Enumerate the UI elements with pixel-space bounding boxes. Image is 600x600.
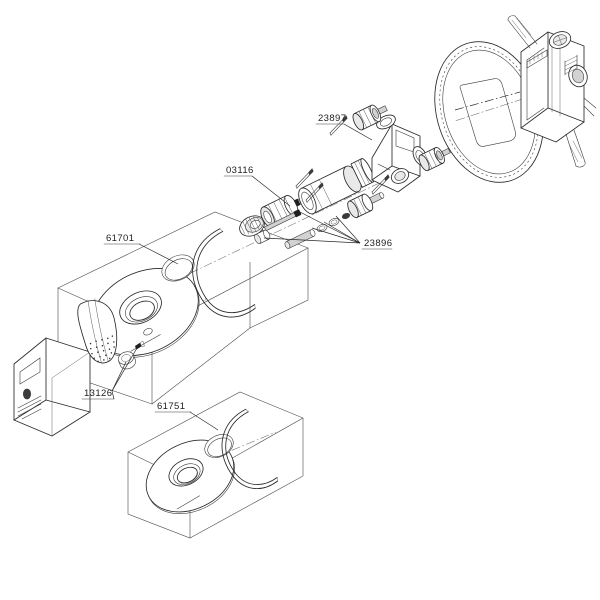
callout-23896[interactable]: 23896 — [361, 238, 393, 250]
callout-61751[interactable]: 61751 — [154, 401, 192, 413]
ribbed-washer — [239, 215, 265, 237]
o-ring-upper — [161, 254, 195, 282]
cartridge-barrel — [298, 165, 362, 215]
valve-body-main — [371, 114, 428, 193]
callout-label-03116: 03116 — [226, 165, 254, 176]
check-valve-right — [418, 147, 451, 172]
stem-bushing — [254, 229, 271, 245]
gasket-plate — [434, 41, 544, 183]
cartridge-seat — [347, 192, 385, 219]
check-valve-upper — [352, 104, 388, 131]
escutcheon-lower — [145, 439, 235, 514]
callout-label-23896: 23896 — [364, 238, 392, 249]
stem-sleeve — [284, 229, 316, 249]
callout-61701[interactable]: 61701 — [103, 233, 141, 245]
power-module — [13, 337, 91, 437]
valve-stem — [262, 209, 302, 232]
callout-label-61751: 61751 — [157, 401, 185, 412]
supply-stub-bottom — [565, 129, 586, 168]
seal-ring-c — [341, 212, 351, 220]
valve-housing — [507, 15, 597, 168]
callout-label-23897: 23897 — [318, 113, 346, 124]
callout-03116[interactable]: 03116 — [223, 165, 254, 177]
callout-label-61701: 61701 — [106, 233, 134, 244]
cartridge-collar — [350, 158, 375, 188]
callout-label-13126: 13126 — [84, 388, 112, 399]
lever-handle — [77, 298, 118, 364]
supply-stub-right — [583, 97, 597, 117]
spring-clip-upper — [192, 228, 256, 318]
callout-23897[interactable]: 23897 — [315, 113, 346, 125]
supply-stub-top — [507, 15, 538, 49]
index-plug — [117, 351, 136, 370]
escutcheon-upper — [91, 268, 200, 370]
set-screw — [135, 340, 145, 350]
spring-clip-lower — [221, 408, 279, 489]
seal-ring-a — [315, 222, 329, 234]
callout-13126[interactable]: 13126 — [81, 388, 115, 400]
leaders — [111, 91, 521, 431]
